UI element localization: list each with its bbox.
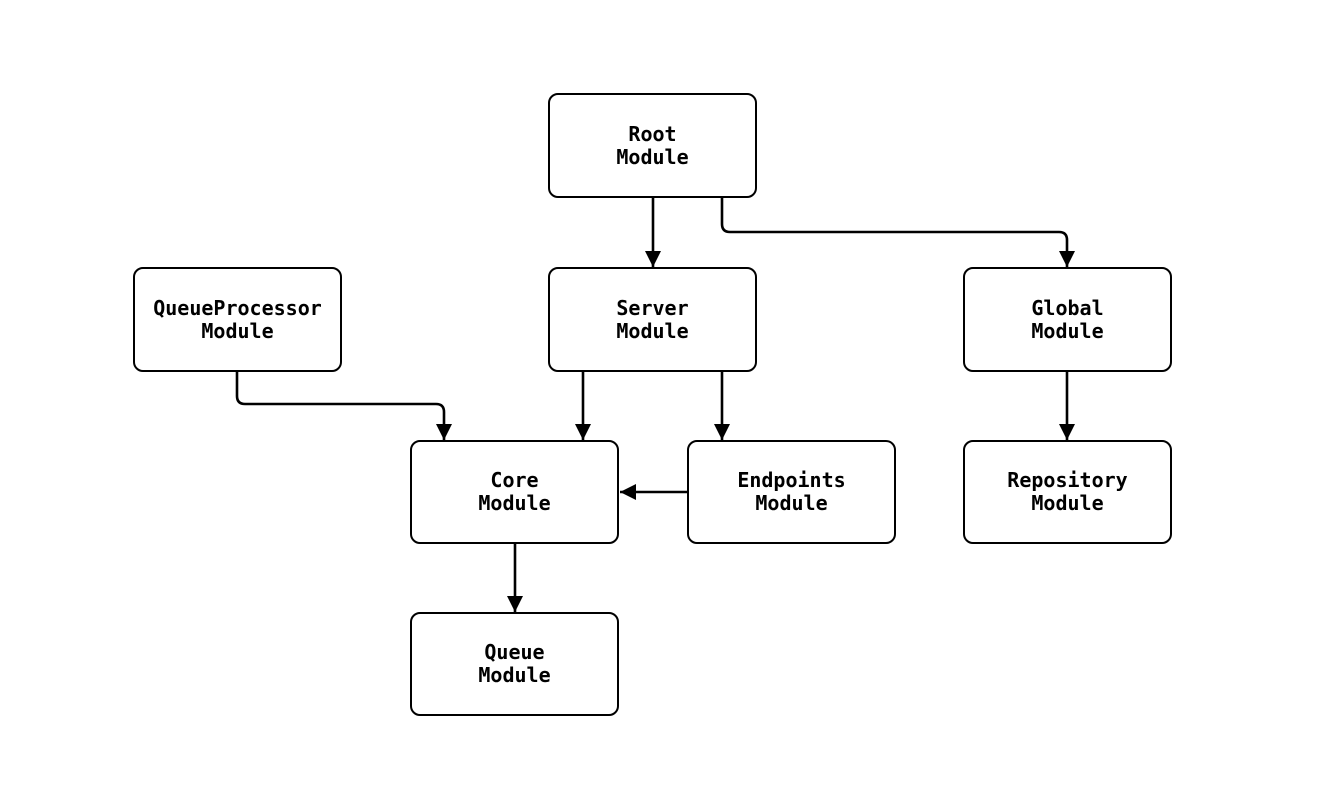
node-label-line2: Module bbox=[478, 663, 551, 687]
node-label-line2: Module bbox=[478, 491, 551, 515]
edge-root-module-to-global-module bbox=[720, 198, 1075, 267]
node-label-line1: Repository bbox=[1007, 468, 1128, 492]
node-queueprocessor-module: QueueProcessor Module bbox=[133, 267, 342, 372]
node-label-line1: Server bbox=[616, 295, 689, 320]
node-repository-module: Repository Module bbox=[963, 440, 1172, 544]
node-label-line1: Global bbox=[1031, 295, 1104, 320]
node-global-module: Global Module bbox=[963, 267, 1172, 372]
node-label-line1: QueueProcessor bbox=[153, 295, 322, 320]
node-label-line2: Module bbox=[1031, 318, 1104, 343]
node-label-line1: Core bbox=[490, 468, 539, 492]
node-label-line2: Module bbox=[755, 491, 828, 515]
edge-queueprocessor-module-to-core-module bbox=[235, 372, 452, 440]
node-label-line1: Queue bbox=[484, 640, 545, 664]
node-queue-module: Queue Module bbox=[410, 612, 619, 716]
node-label-line2: Module bbox=[1031, 491, 1104, 515]
node-label-line1: Root bbox=[628, 121, 677, 146]
node-core-module: Core Module bbox=[410, 440, 619, 544]
node-endpoints-module: Endpoints Module bbox=[687, 440, 896, 544]
node-label-line2: Module bbox=[616, 318, 689, 343]
node-server-module: Server Module bbox=[548, 267, 757, 372]
node-label-line1: Endpoints bbox=[737, 468, 846, 492]
node-root-module: Root Module bbox=[548, 93, 757, 198]
node-label-line2: Module bbox=[201, 318, 274, 343]
node-label-line2: Module bbox=[616, 144, 689, 169]
